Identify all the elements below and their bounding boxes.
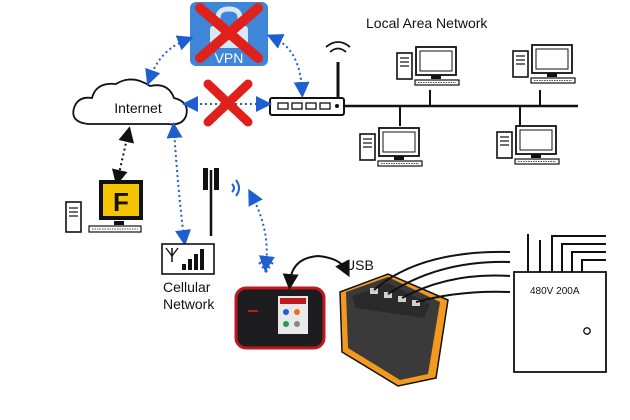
- link-vpn-router: [266, 34, 310, 98]
- link-internet-pc: [111, 126, 135, 186]
- signal-bars-icon: [161, 243, 215, 275]
- probe-cable: [415, 290, 511, 303]
- link-internet-cellular: [166, 122, 191, 246]
- mobile-hotspot-icon: [234, 259, 326, 350]
- link-internet-vpn: [145, 35, 194, 86]
- cloud-icon: [72, 78, 188, 126]
- computer-icon: [496, 125, 560, 165]
- cellular-label-line2: Network: [163, 296, 215, 312]
- vpn-label: VPN: [215, 50, 244, 66]
- panel-label: 480V 200A: [530, 286, 580, 297]
- electrical-panel-icon: [513, 234, 607, 373]
- remote-computer: [65, 180, 143, 233]
- usb-label: USB: [345, 257, 374, 273]
- wifi-router-icon: [269, 41, 351, 116]
- blocked-cross: [195, 3, 263, 63]
- probe-cable: [387, 260, 511, 295]
- computer-icon: [512, 44, 576, 84]
- probe-cable: [373, 250, 511, 291]
- link-cellular-hotspot: [248, 188, 275, 272]
- lan-label: Local Area Network: [366, 15, 488, 31]
- usb-link: [282, 254, 350, 290]
- probe-cable: [401, 274, 511, 299]
- blocked-cross: [203, 79, 253, 127]
- internet-label: Internet: [114, 100, 162, 116]
- computer-icon: [359, 127, 423, 167]
- logo-letter: F: [113, 187, 129, 217]
- cell-tower-icon: [203, 168, 240, 236]
- cellular-label-line1: Cellular: [163, 279, 211, 295]
- computer-icon: [396, 46, 460, 86]
